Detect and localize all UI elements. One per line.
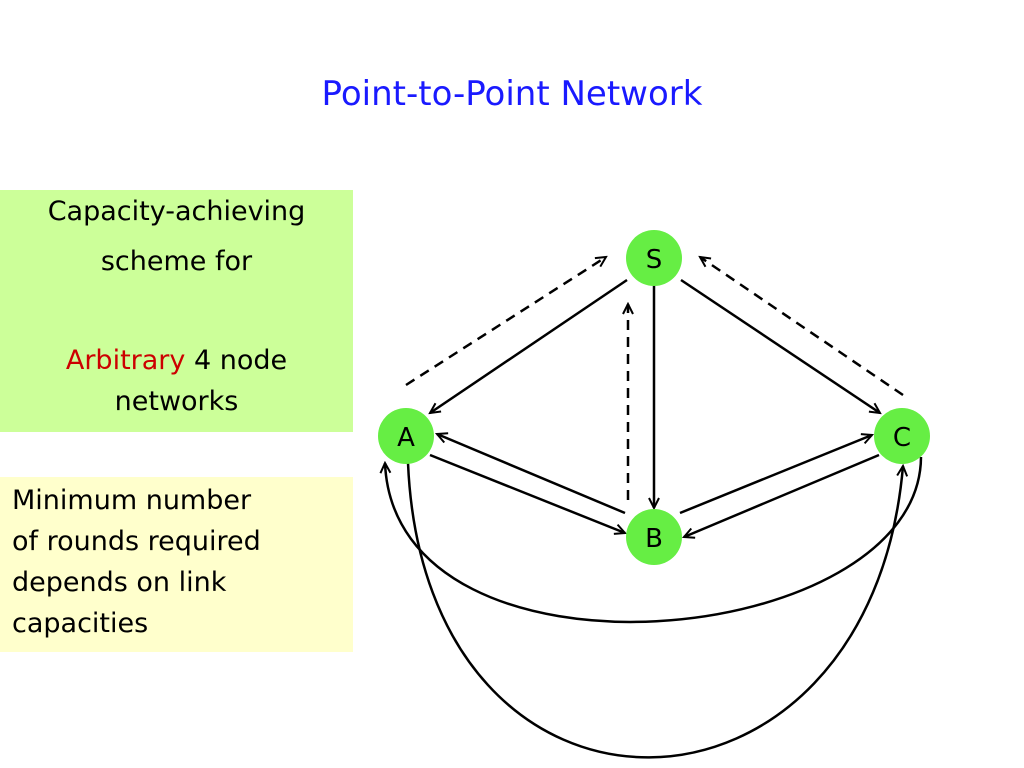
capacity-line-4: networks	[114, 386, 239, 417]
link-b-to-a	[437, 434, 626, 515]
link-a-to-b	[429, 453, 625, 533]
capacity-line-2: scheme for	[100, 246, 253, 277]
link-c-to-b	[684, 453, 880, 537]
rounds-line-4: capacities	[12, 608, 149, 639]
capacity-scheme-box: Capacity-achieving scheme for Arbitrary …	[0, 190, 353, 432]
link-s-to-c	[680, 278, 880, 413]
dashed-link-a-to-s	[405, 257, 606, 387]
link-b-to-c	[679, 435, 872, 515]
rounds-line-3: depends on link	[12, 567, 227, 598]
node-c: C	[874, 408, 930, 464]
node-s-label: S	[646, 245, 663, 275]
link-c-to-a-curve	[385, 456, 923, 624]
capacity-line-3-rest: 4 node	[185, 345, 288, 376]
capacity-line-1: Capacity-achieving	[47, 196, 306, 227]
rounds-line-1: Minimum number	[12, 485, 252, 516]
slide-title: Point-to-Point Network	[321, 74, 703, 114]
node-a: A	[378, 408, 434, 464]
rounds-line-2: of rounds required	[12, 526, 261, 557]
node-b-label: B	[645, 524, 663, 554]
capacity-line-3: Arbitrary 4 node	[0, 345, 353, 376]
dashed-link-c-to-s	[700, 257, 904, 397]
link-s-to-a	[430, 278, 628, 413]
arbitrary-highlight: Arbitrary	[65, 345, 186, 376]
node-s: S	[626, 230, 682, 286]
node-b: B	[626, 509, 682, 565]
node-c-label: C	[893, 423, 911, 453]
rounds-note-box: Minimum number of rounds required depend…	[0, 477, 353, 652]
node-a-label: A	[397, 423, 415, 453]
link-a-to-c-curve	[406, 462, 903, 759]
